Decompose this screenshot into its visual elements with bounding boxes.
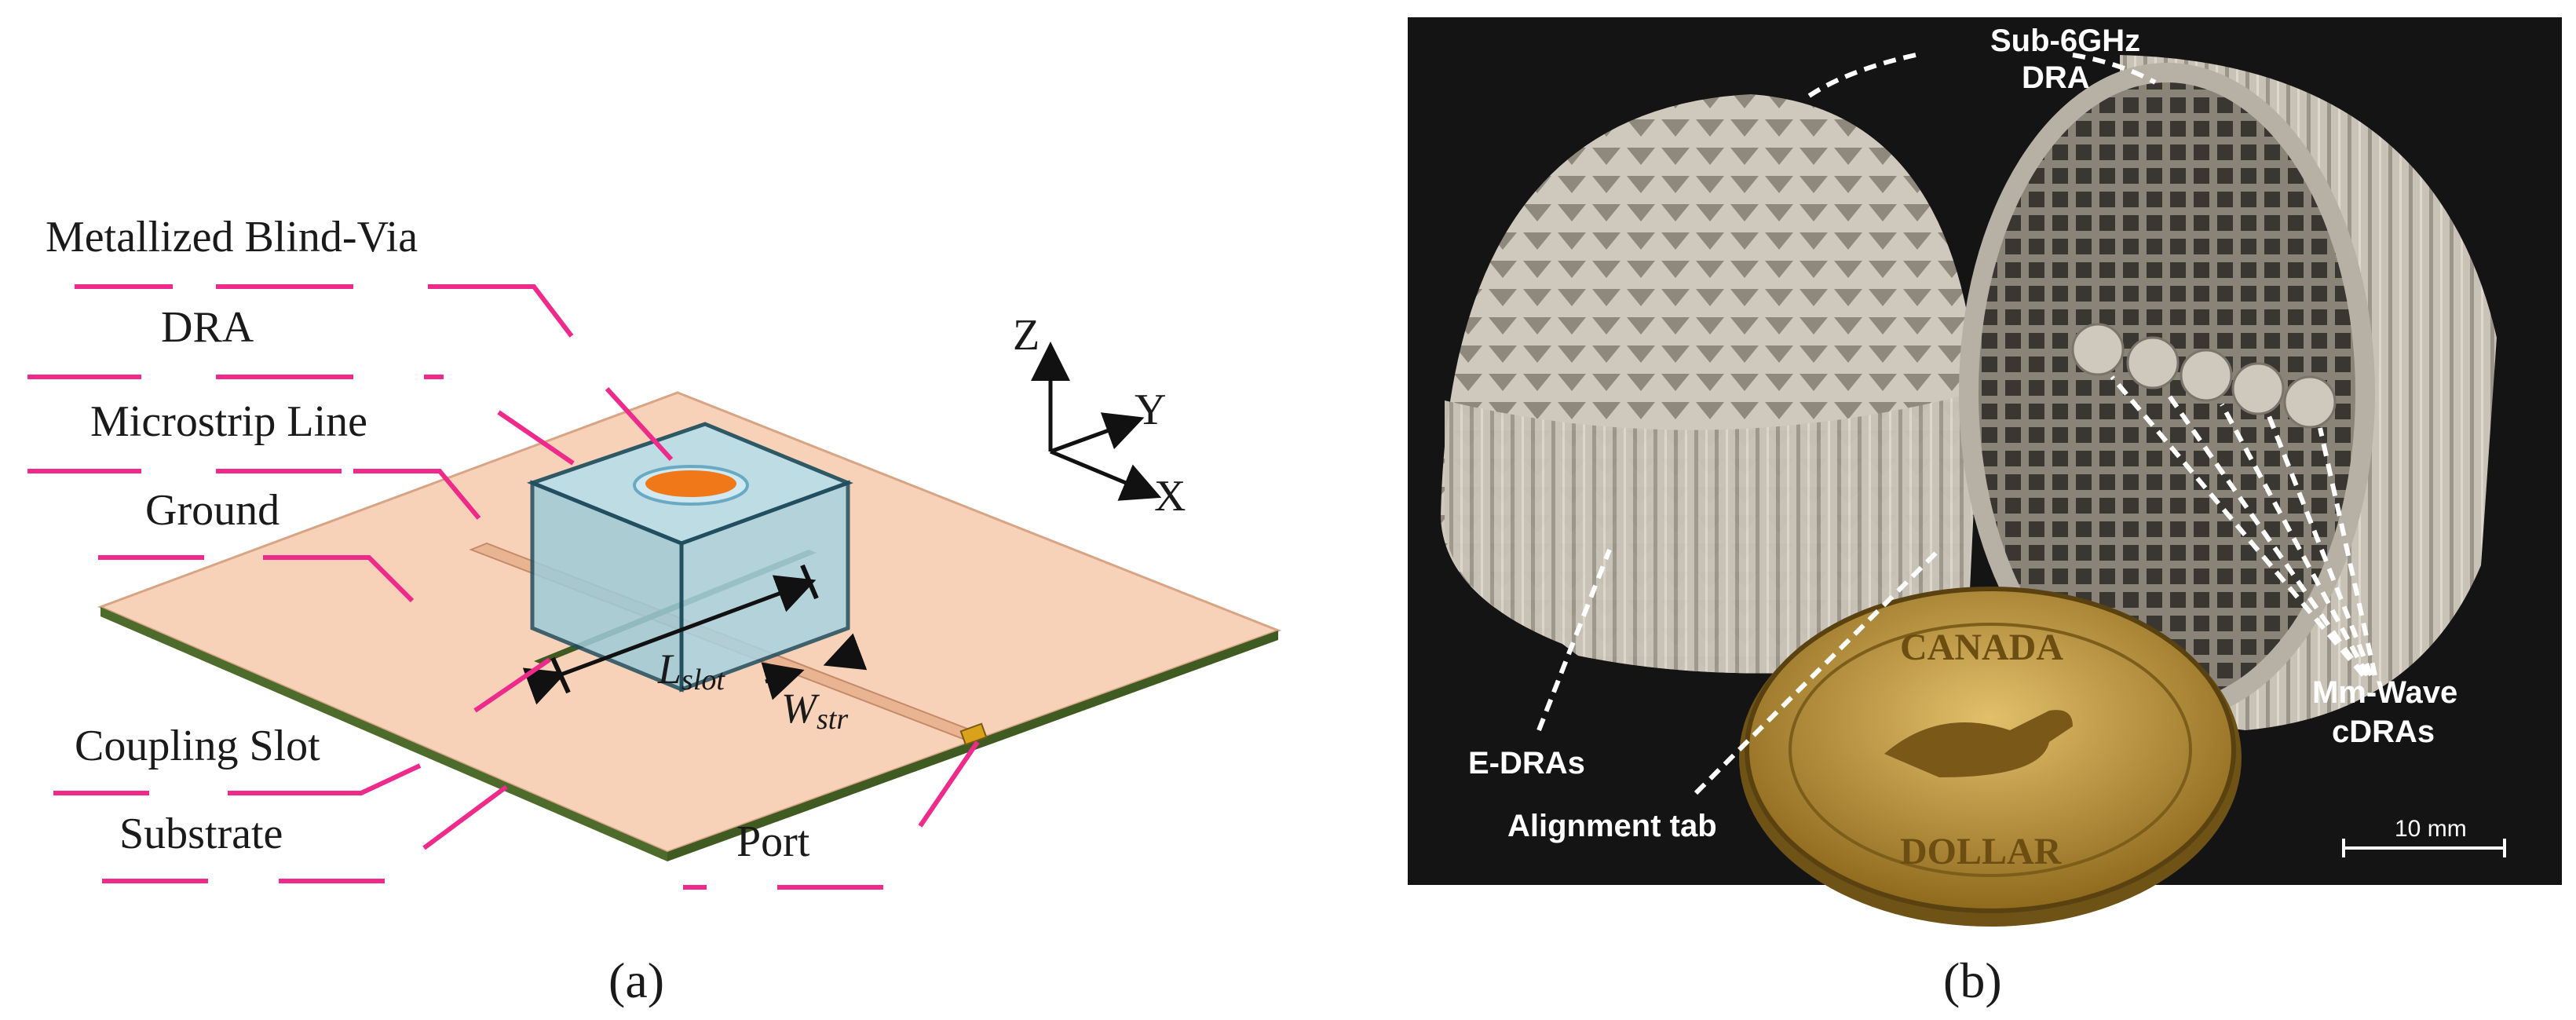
lslot-label: Lslot	[657, 645, 725, 696]
label-mmwave: Mm-Wave	[2312, 675, 2457, 710]
annotation-arrows	[1536, 53, 2377, 795]
label-microstrip: Microstrip Line	[90, 397, 367, 446]
label-dra-photo: DRA	[2022, 60, 2090, 95]
lslot-tick-left	[550, 656, 571, 694]
blind-via	[645, 470, 736, 497]
substrate-edge	[100, 607, 667, 861]
scale-bar	[2342, 839, 2506, 857]
wstr-label: Wstr	[781, 685, 848, 736]
label-edras: E-DRAs	[1468, 746, 1585, 781]
label-slot: Coupling Slot	[75, 722, 320, 770]
loonie-coin: CANADA DOLLAR	[1739, 587, 2242, 927]
coin-bottom-text: DOLLAR	[1900, 831, 2063, 872]
label-via: Metallized Blind-Via	[46, 213, 418, 261]
label-dra: DRA	[161, 303, 254, 352]
label-ground: Ground	[145, 486, 280, 535]
caption-b: (b)	[1943, 952, 2002, 1008]
label-port: Port	[736, 817, 810, 866]
cdra-array	[2071, 323, 2337, 429]
label-sub6: Sub-6GHz	[1990, 24, 2140, 58]
wstr-arrow-left	[761, 662, 805, 700]
label-alignment: Alignment tab	[1507, 809, 1717, 843]
axis-triad	[1031, 342, 1162, 501]
scale-bar-label: 10 mm	[2395, 816, 2467, 842]
dome-ribs	[1445, 393, 1975, 674]
wstr-arrow-right	[823, 633, 868, 671]
lslot-dimension	[522, 575, 817, 705]
label-substrate: Substrate	[119, 810, 283, 858]
lslot-tick-right	[800, 564, 819, 600]
port-block	[959, 722, 988, 746]
panel-a: Lslot Wstr Metallized Blind-Via DRA Micr…	[27, 213, 1282, 1008]
panel-b: CANADA DOLLAR Sub-6GHz DRA E-DRAs Alignm…	[1408, 17, 2562, 1008]
leader-lines	[27, 284, 980, 890]
axis-x: X	[1154, 472, 1186, 521]
coin-top-text: CANADA	[1900, 627, 2063, 668]
label-cdras: cDRAs	[2332, 715, 2435, 749]
axis-y: Y	[1135, 386, 1166, 434]
caption-a: (a)	[608, 952, 664, 1008]
axis-z: Z	[1013, 311, 1040, 360]
